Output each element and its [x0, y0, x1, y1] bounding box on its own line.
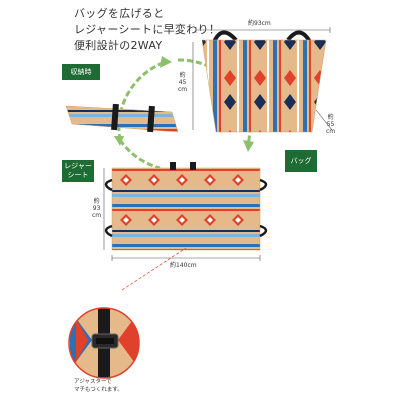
header-line-2: レジャーシートに早変わり！: [74, 23, 221, 36]
folded-sheet-image: [65, 103, 179, 133]
leisure-sheet-image: [104, 162, 268, 251]
arrow-left-upper: [117, 60, 166, 141]
bag-depth-line: [315, 109, 333, 131]
bag-image: [201, 30, 327, 133]
badge-bag: バッグ: [285, 150, 317, 172]
adjuster-closeup-image: [68, 307, 140, 379]
arrowhead-top: [160, 56, 172, 68]
bag-height-label: 約 45 cm: [178, 72, 188, 93]
callout-line: [121, 247, 187, 291]
sheet-width-label: 約140cm: [170, 262, 197, 269]
header-line-3: 便利設計の2WAY: [74, 39, 163, 52]
arrowhead-left: [114, 136, 124, 146]
sheet-height-label: 約 93 cm: [92, 198, 102, 219]
adjuster-note-line-1: アジャスターで: [74, 379, 112, 385]
bag-width-label: 約93cm: [248, 20, 271, 27]
arrowhead-right: [243, 140, 254, 152]
bag-depth-label: 約 55 cm: [326, 114, 336, 135]
arrow-left-lower: [118, 139, 161, 170]
adjuster-note-line-2: マチもつくれます。: [74, 387, 123, 393]
badge-storage: 収納時: [62, 64, 100, 80]
badge-leisure-sheet: レジャー シート: [62, 160, 94, 182]
header-text: バッグを広げると レジャーシートに早変わり！ 便利設計の2WAY: [74, 6, 220, 54]
adjuster-note: アジャスターで マチもつくれます。: [74, 378, 123, 394]
header-line-1: バッグを広げると: [74, 7, 165, 20]
